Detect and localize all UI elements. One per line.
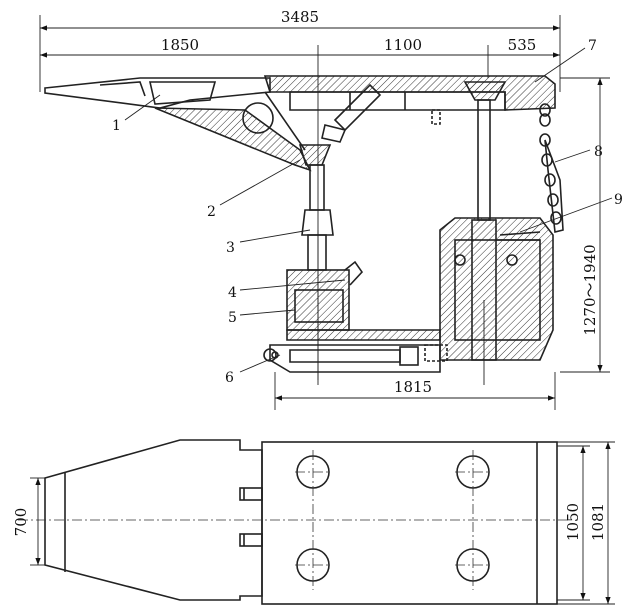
part-labels: 1 2 3 4 5 6 7 8 9 bbox=[112, 38, 623, 386]
label-1: 1 bbox=[112, 118, 121, 134]
dimension-base-length: 1815 bbox=[274, 372, 556, 410]
side-shield-chain bbox=[499, 103, 564, 236]
label-6: 6 bbox=[225, 370, 234, 386]
label-3: 3 bbox=[226, 240, 235, 256]
label-9: 9 bbox=[614, 192, 623, 208]
side-view bbox=[44, 75, 564, 385]
plan-view bbox=[18, 439, 570, 605]
dim-1270-1940: 1270～1940 bbox=[581, 244, 599, 335]
dim-1081: 1081 bbox=[589, 503, 607, 541]
dim-1050: 1050 bbox=[564, 503, 582, 541]
dimension-sections: 1850 1100 535 bbox=[40, 36, 560, 380]
dimension-overall: 3485 bbox=[39, 8, 561, 92]
dim-3485: 3485 bbox=[281, 8, 319, 26]
label-5: 5 bbox=[228, 310, 237, 326]
label-8: 8 bbox=[594, 144, 603, 160]
dim-1100: 1100 bbox=[384, 36, 422, 54]
label-2: 2 bbox=[207, 204, 216, 220]
dim-1815: 1815 bbox=[394, 378, 432, 396]
dim-535: 535 bbox=[508, 36, 537, 54]
dim-700: 700 bbox=[12, 508, 30, 537]
label-4: 4 bbox=[228, 285, 237, 301]
dimension-widths: 700 1050 1081 bbox=[12, 441, 615, 605]
dim-1850: 1850 bbox=[161, 36, 199, 54]
label-7: 7 bbox=[588, 38, 597, 54]
dimension-height: 1270～1940 bbox=[560, 77, 610, 373]
